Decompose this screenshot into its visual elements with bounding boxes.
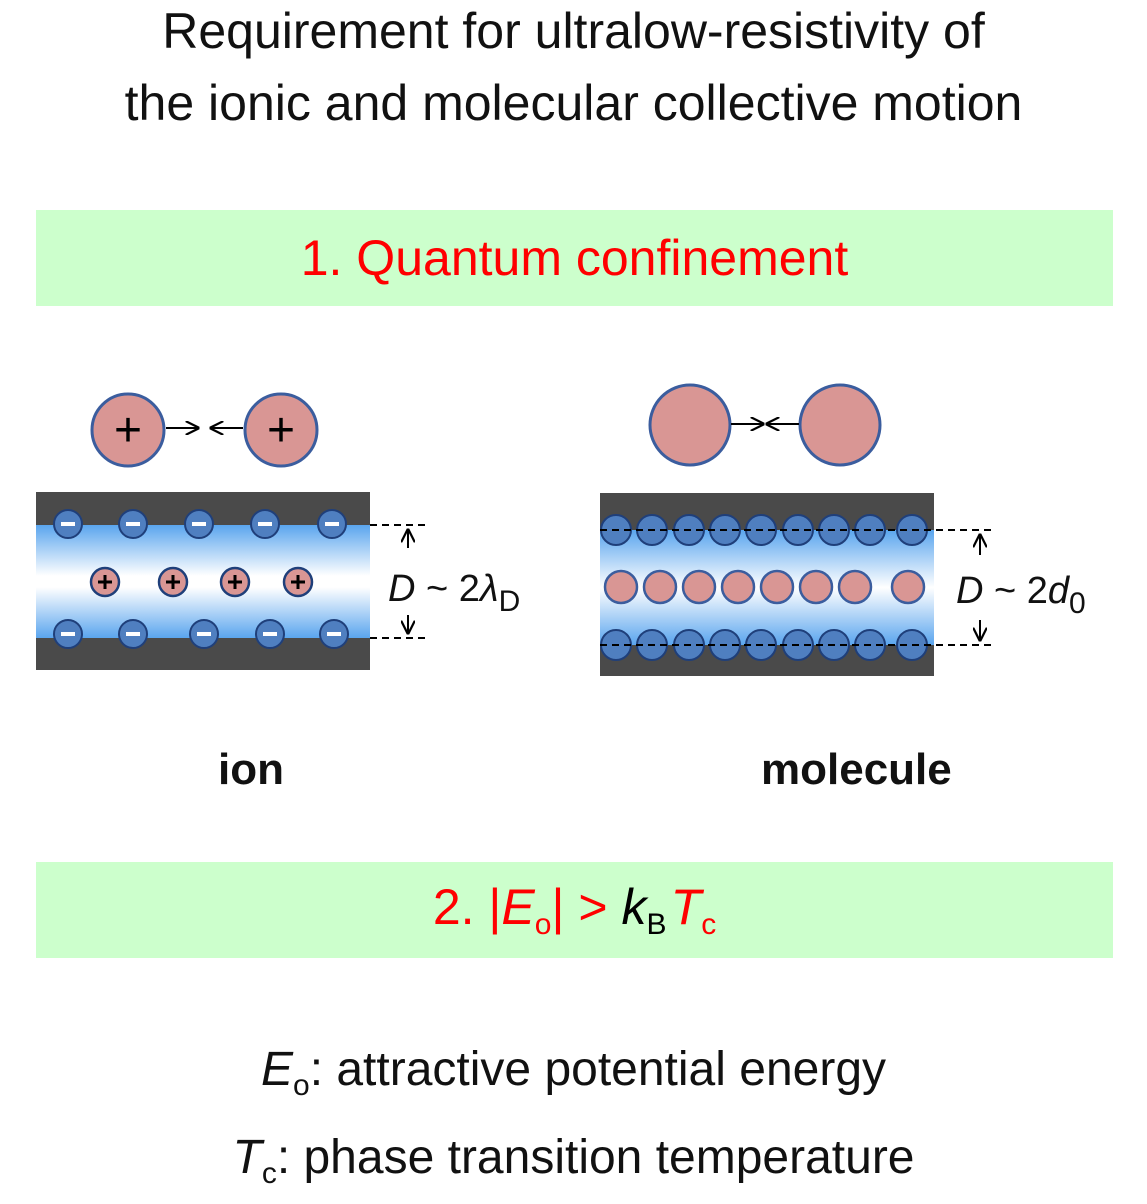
ion-dimension-label: D ~ 2λD bbox=[388, 568, 521, 618]
legend-ion: ion bbox=[200, 740, 284, 800]
condition-1-text: 1. Quantum confinement bbox=[300, 230, 849, 286]
molecule-layer-middle bbox=[603, 569, 926, 605]
condition-2-text: 2. |Eo| > kB Tc bbox=[432, 879, 717, 941]
molecule-dimension-label: D ~ 2d0 bbox=[956, 570, 1086, 620]
ion-channel-anions-top bbox=[53, 509, 347, 539]
definition-tc: Tc: phase transition temperature bbox=[232, 1131, 915, 1190]
legend-ion-label: ion bbox=[218, 745, 284, 794]
title-line-2: the ionic and molecular collective motio… bbox=[124, 75, 1023, 131]
title-line-1: Requirement for ultralow-resistivity of bbox=[162, 3, 985, 59]
ion-dimension-marker bbox=[370, 524, 430, 639]
ion-plus-right: + bbox=[267, 404, 295, 457]
ion-channel-anions-bottom bbox=[53, 619, 349, 649]
molecule-pair bbox=[648, 383, 882, 467]
ion-channel-cations bbox=[89, 566, 314, 598]
ion-diagram: + + bbox=[36, 383, 996, 676]
condition-1-band: 1. Quantum confinement bbox=[36, 210, 1113, 306]
legend-molecule: molecule bbox=[743, 740, 952, 800]
molecule-dimension-marker bbox=[600, 529, 996, 646]
ion-pair: + + bbox=[90, 392, 319, 468]
legend-molecule-label: molecule bbox=[761, 745, 952, 794]
definition-e0: Eo: attractive potential energy bbox=[260, 1043, 887, 1102]
ion-plus-left: + bbox=[114, 404, 142, 457]
condition-2-band: 2. |Eo| > kB Tc bbox=[36, 862, 1113, 958]
